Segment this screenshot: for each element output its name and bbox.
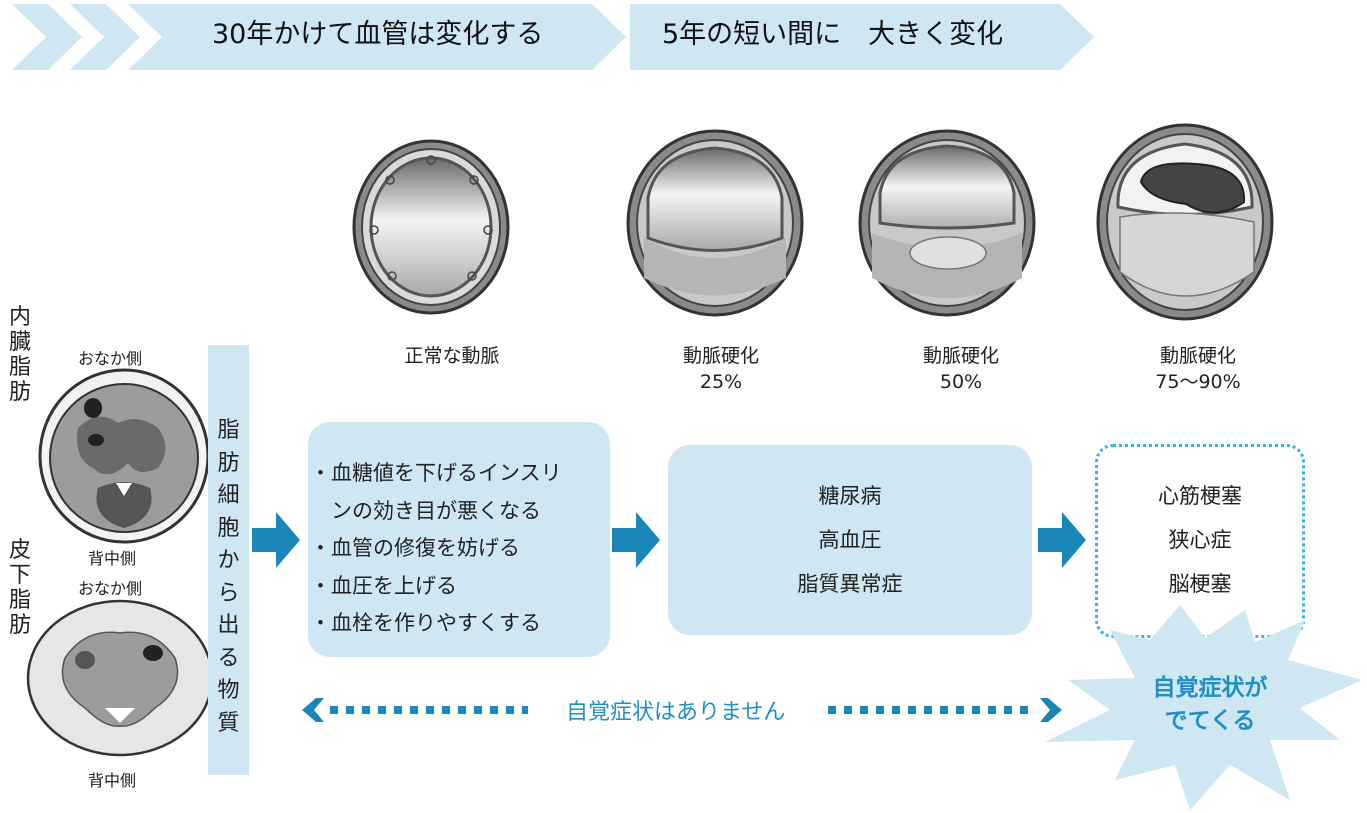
- outcome-item: 心筋梗塞: [1158, 484, 1242, 508]
- arrow-right-icon: [1038, 512, 1086, 568]
- effects-box: [308, 422, 610, 657]
- artery-50-image: [858, 129, 1036, 317]
- diseases-box: [668, 445, 1032, 635]
- visceral-back-side-label: 背中側: [88, 549, 137, 568]
- artery-25-image: [626, 129, 804, 317]
- arrow-right-icon: [612, 512, 660, 568]
- symptom-appear-text: 自覚症状が でてくる: [1150, 672, 1270, 738]
- artery-label-50-value: 50%: [939, 371, 983, 393]
- starburst-shape: [1045, 605, 1362, 810]
- effect-item: ンの効き目が悪くなる: [310, 498, 541, 523]
- header-title-30-years: 30年かけて血管は変化する: [212, 19, 544, 50]
- visceral-fat-ct-image: [38, 368, 210, 544]
- fat-substance-label: 脂肪細胞から出る物質: [217, 418, 240, 736]
- diseases-list: 糖尿病 高血圧 脂質異常症: [668, 474, 1032, 606]
- no-symptom-double-arrow: [302, 698, 1062, 722]
- effect-item: ・血管の修復を妨げる: [310, 536, 520, 560]
- subcutaneous-back-side-label: 背中側: [88, 771, 137, 790]
- no-symptom-text: 自覚症状はありません: [566, 700, 786, 725]
- outcome-item: 脳梗塞: [1168, 572, 1232, 596]
- artery-label-normal: 正常な動脈: [372, 343, 532, 369]
- outcome-item: 狭心症: [1168, 528, 1232, 552]
- effects-list: ・血糖値を下げるインスリ ンの効き目が悪くなる ・血管の修復を妨げる ・血圧を上…: [310, 455, 562, 643]
- artery-label-25: 動脈硬化 25%: [641, 343, 801, 395]
- arrow-right-icon: [252, 512, 300, 568]
- disease-item: 糖尿病: [818, 484, 882, 508]
- symptom-appear-line2: でてくる: [1164, 708, 1256, 734]
- artery-label-25-title: 動脈硬化: [682, 345, 759, 367]
- artery-label-75-90: 動脈硬化 75～90%: [1118, 343, 1278, 395]
- artery-label-50: 動脈硬化 50%: [881, 343, 1041, 395]
- artery-label-normal-title: 正常な動脈: [404, 345, 500, 367]
- artery-label-75-90-value: 75～90%: [1155, 371, 1241, 393]
- fat-substance-bar: 脂肪細胞から出る物質: [208, 345, 249, 775]
- visceral-fat-title: 内臓脂肪: [8, 305, 31, 405]
- effect-item: ・血圧を上げる: [310, 573, 457, 598]
- artery-normal-image: [352, 139, 510, 315]
- artery-label-50-title: 動脈硬化: [922, 345, 999, 367]
- artery-75-90-image: [1096, 123, 1274, 321]
- subcutaneous-belly-side-label: おなか側: [78, 579, 143, 598]
- outcomes-list: 心筋梗塞 狭心症 脳梗塞: [1095, 474, 1305, 606]
- subcutaneous-fat-ct-image: [26, 599, 214, 757]
- symptom-appear-line1: 自覚症状が: [1152, 675, 1268, 701]
- header-banner: [12, 4, 1094, 70]
- artery-label-25-value: 25%: [699, 371, 743, 393]
- visceral-belly-side-label: おなか側: [78, 349, 143, 368]
- header-title-5-years: 5年の短い間に 大きく変化: [662, 19, 1004, 50]
- subcutaneous-fat-title: 皮下脂肪: [8, 538, 31, 638]
- effect-item: ・血栓を作りやすくする: [310, 611, 541, 635]
- disease-item: 高血圧: [818, 528, 882, 552]
- artery-label-75-90-title: 動脈硬化: [1159, 345, 1236, 367]
- disease-item: 脂質異常症: [797, 572, 903, 596]
- effect-item: ・血糖値を下げるインスリ: [310, 461, 562, 485]
